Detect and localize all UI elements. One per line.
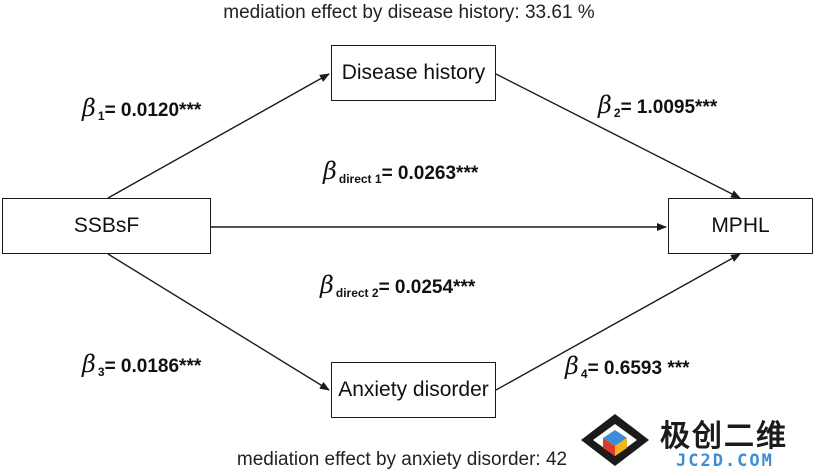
coef-subscript: 1 bbox=[97, 109, 105, 123]
coef-subscript: direct 1 bbox=[338, 172, 382, 186]
coef-value: = 0.0263*** bbox=[381, 163, 479, 184]
caption-anxiety-mediation: mediation effect by anxiety disorder: 42 bbox=[236, 449, 568, 470]
node-disease-history: Disease history bbox=[331, 45, 496, 101]
watermark: 极创二维 JC2D.COM bbox=[572, 401, 818, 476]
coef-subscript: 2 bbox=[613, 106, 621, 120]
coef-value: = 0.6593 *** bbox=[587, 358, 690, 379]
node-ssbsf: SSBsF bbox=[2, 198, 211, 254]
node-mphl: MPHL bbox=[668, 198, 813, 254]
watermark-english-text: JC2D.COM bbox=[676, 451, 774, 471]
cube-logo-icon bbox=[581, 414, 649, 466]
coef-subscript: 4 bbox=[580, 367, 588, 381]
coef-value: = 0.0120*** bbox=[104, 100, 202, 121]
coef-subscript: 3 bbox=[97, 365, 105, 379]
beta-symbol: β bbox=[82, 94, 96, 122]
coef-value: = 0.0186*** bbox=[104, 356, 202, 377]
beta-symbol: β bbox=[323, 157, 337, 185]
beta-symbol: β bbox=[82, 350, 96, 378]
beta-symbol: β bbox=[565, 352, 579, 380]
node-anxiety-disorder: Anxiety disorder bbox=[331, 362, 496, 418]
arrow-disease-to-mphl bbox=[495, 73, 741, 199]
caption-disease-mediation: mediation effect by disease history: 33.… bbox=[223, 2, 595, 23]
beta-symbol: β bbox=[598, 91, 612, 119]
arrow-anxiety-to-mphl bbox=[495, 253, 741, 391]
arrow-ssbsf-to-disease bbox=[107, 73, 330, 199]
arrow-ssbsf-to-anxiety bbox=[107, 253, 330, 391]
coef-value: = 0.0254*** bbox=[378, 277, 476, 298]
watermark-chinese-text: 极创二维 bbox=[660, 419, 788, 454]
beta-symbol: β bbox=[320, 271, 334, 299]
coef-subscript: direct 2 bbox=[335, 286, 379, 300]
coef-value: = 1.0095*** bbox=[620, 97, 718, 118]
